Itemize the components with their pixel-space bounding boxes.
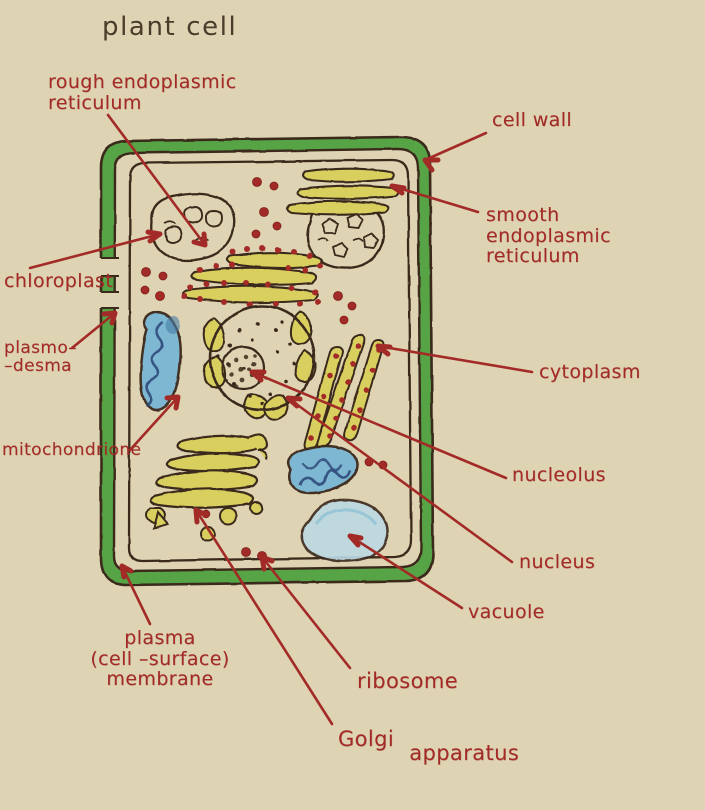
label-chloroplast: chloroplast — [4, 270, 114, 292]
label-cell-wall: cell wall — [492, 109, 573, 131]
label-plasmodesma: plasmo– –desma — [4, 338, 78, 377]
plasmodesma-upper — [99, 257, 119, 277]
smooth-er — [286, 167, 399, 216]
nucleolus — [220, 345, 266, 391]
label-vacuole: vacuole — [468, 601, 545, 623]
mitochondrion-center — [286, 445, 359, 495]
rough-er-central — [181, 245, 323, 307]
ribosomes — [140, 177, 388, 561]
cell-wall — [99, 135, 435, 587]
label-golgi-apparatus: Golgi apparatus — [338, 727, 520, 765]
rough-er-right — [303, 333, 385, 452]
label-mitochondrion: mitochondrione — [2, 440, 142, 460]
plasmodesma-lower — [99, 291, 119, 309]
plasma-membrane — [127, 158, 413, 563]
label-smooth-endoplasmic-reticulum: smooth endoplasmic reticulum — [486, 204, 611, 268]
label-nucleus: nucleus — [519, 551, 596, 573]
mitochondrion-left — [139, 311, 182, 412]
annotation-arrows — [28, 113, 534, 726]
golgi-apparatus — [145, 433, 269, 542]
label-rough-endoplasmic-reticulum: rough endoplasmic reticulum — [48, 71, 237, 114]
label-plasma-membrane: plasma (cell –surface) membrane — [90, 627, 230, 691]
label-nucleolus: nucleolus — [512, 464, 606, 486]
page-title: plant cell — [102, 12, 238, 42]
nucleus — [202, 304, 317, 421]
label-ribosome: ribosome — [357, 669, 459, 693]
label-cytoplasm: cytoplasm — [539, 361, 641, 383]
